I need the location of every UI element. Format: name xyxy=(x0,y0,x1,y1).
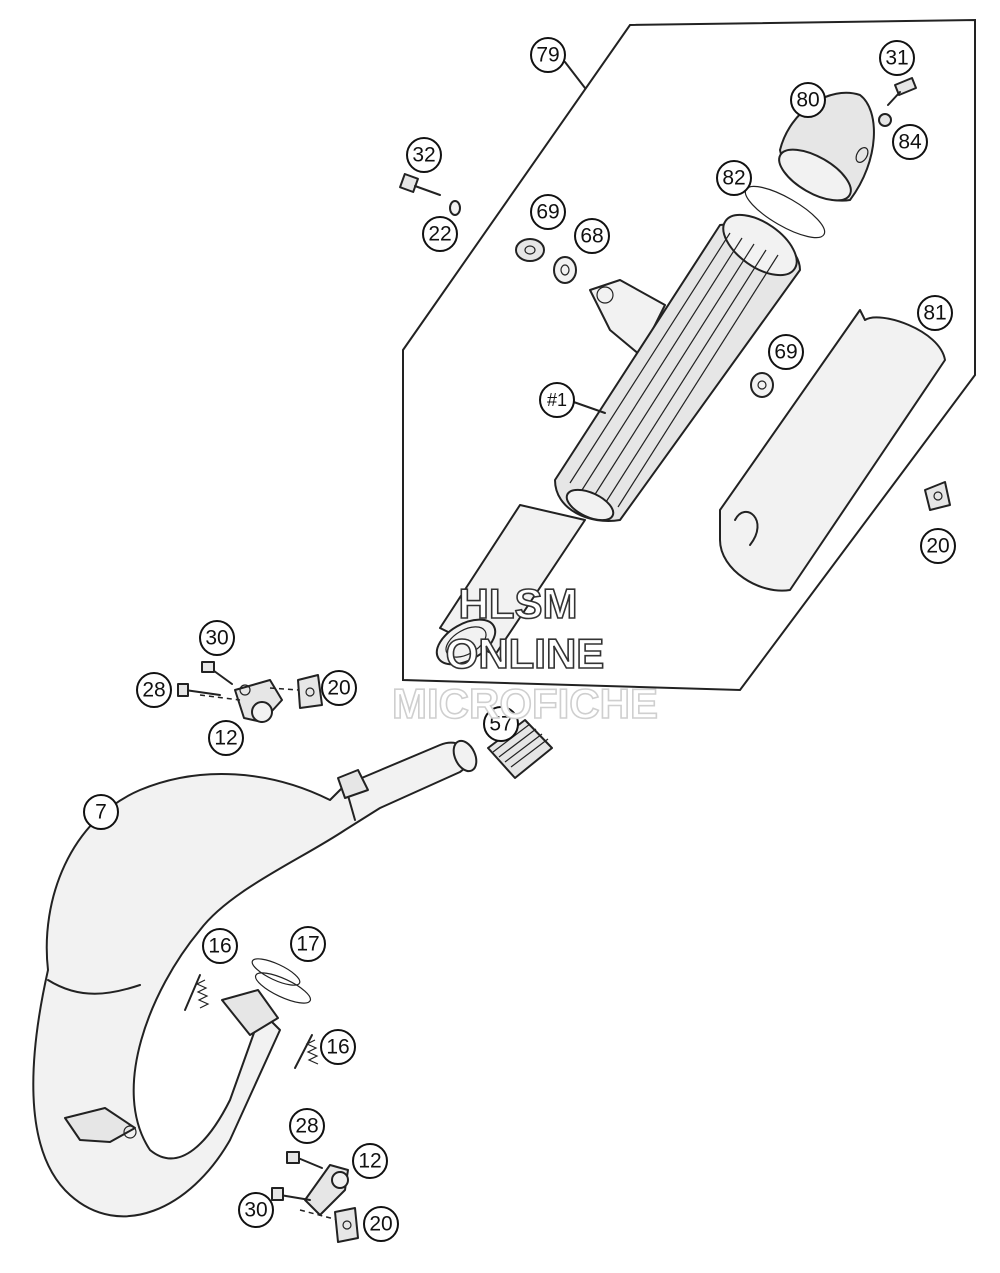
svg-text:57: 57 xyxy=(489,713,512,736)
exhaust-spring-lower xyxy=(294,1034,319,1069)
svg-text:68: 68 xyxy=(580,225,603,248)
callout-57[interactable]: 57 xyxy=(483,706,519,742)
callout-82[interactable]: 82 xyxy=(716,160,752,196)
exhaust-pipe xyxy=(32,739,478,1218)
end-cap-screw xyxy=(887,77,917,106)
callout-20-lower[interactable]: 20 xyxy=(363,1206,399,1242)
svg-text:69: 69 xyxy=(536,201,559,224)
svg-text:20: 20 xyxy=(926,535,949,558)
svg-text:7: 7 xyxy=(95,801,107,824)
callout-20-upper[interactable]: 20 xyxy=(920,528,956,564)
callout-28-lower[interactable]: 28 xyxy=(289,1108,325,1144)
callout-32[interactable]: 32 xyxy=(406,137,442,173)
svg-text:12: 12 xyxy=(358,1150,381,1173)
heat-shield xyxy=(719,309,946,592)
callout-12-upper[interactable]: 12 xyxy=(208,720,244,756)
callout-16-upper[interactable]: 16 xyxy=(202,928,238,964)
svg-text:28: 28 xyxy=(142,679,165,702)
callout-silencer-1[interactable]: #1 xyxy=(539,382,575,418)
callout-30-lower[interactable]: 30 xyxy=(238,1192,274,1228)
svg-text:31: 31 xyxy=(885,47,908,70)
speed-nut-mid xyxy=(297,674,323,709)
svg-text:16: 16 xyxy=(208,935,231,958)
speed-nut-lower xyxy=(334,1207,359,1243)
rubber-bushing-upper xyxy=(515,238,545,262)
speed-nut-upper xyxy=(924,481,951,511)
end-cap-nut xyxy=(878,113,892,127)
svg-text:69: 69 xyxy=(774,341,797,364)
svg-text:16: 16 xyxy=(326,1036,349,1059)
svg-text:81: 81 xyxy=(923,302,946,325)
silencer-mount-washer xyxy=(449,200,461,216)
callout-81[interactable]: 81 xyxy=(917,295,953,331)
svg-text:12: 12 xyxy=(214,727,237,750)
callout-20-mid[interactable]: 20 xyxy=(321,670,357,706)
svg-text:32: 32 xyxy=(412,144,435,167)
callout-17[interactable]: 17 xyxy=(290,926,326,962)
svg-text:20: 20 xyxy=(327,677,350,700)
svg-text:30: 30 xyxy=(205,627,228,650)
rubber-bushing-lower xyxy=(750,372,774,398)
silencer-mount-bolt xyxy=(399,173,441,196)
pipe-gasket xyxy=(251,958,312,1004)
svg-text:30: 30 xyxy=(244,1199,267,1222)
callout-28-upper[interactable]: 28 xyxy=(136,672,172,708)
callout-84[interactable]: 84 xyxy=(892,124,928,160)
exhaust-bracket-lower xyxy=(271,1151,349,1221)
exhaust-spring-upper xyxy=(184,974,210,1011)
callout-12-lower[interactable]: 12 xyxy=(352,1143,388,1179)
bushing-sleeve xyxy=(553,256,577,284)
callout-69-upper[interactable]: 69 xyxy=(530,194,566,230)
silencer-group-frame xyxy=(402,18,976,692)
svg-text:ONLINE: ONLINE xyxy=(446,630,605,677)
end-cap xyxy=(778,91,875,202)
callout-80[interactable]: 80 xyxy=(790,82,826,118)
svg-text:80: 80 xyxy=(796,89,819,112)
callout-22[interactable]: 22 xyxy=(422,216,458,252)
svg-text:82: 82 xyxy=(722,167,745,190)
callout-69-lower[interactable]: 69 xyxy=(768,334,804,370)
watermark: HLSM ONLINE MICROFICHE xyxy=(391,579,659,728)
silencer-body xyxy=(435,213,801,666)
svg-text:22: 22 xyxy=(428,223,451,246)
callout-79[interactable]: 79 xyxy=(530,37,566,73)
callout-16-lower[interactable]: 16 xyxy=(320,1029,356,1065)
callout-30-upper[interactable]: 30 xyxy=(199,620,235,656)
svg-text:84: 84 xyxy=(898,131,922,154)
svg-text:#1: #1 xyxy=(547,390,567,410)
svg-text:20: 20 xyxy=(369,1213,392,1236)
callout-7[interactable]: 7 xyxy=(83,794,119,830)
callout-68[interactable]: 68 xyxy=(574,218,610,254)
svg-text:17: 17 xyxy=(296,933,319,956)
svg-text:MICROFICHE: MICROFICHE xyxy=(392,680,658,727)
svg-text:HLSM: HLSM xyxy=(459,580,578,627)
svg-text:28: 28 xyxy=(295,1115,318,1138)
callout-31[interactable]: 31 xyxy=(879,40,915,76)
svg-text:79: 79 xyxy=(536,44,559,67)
exhaust-bracket-upper xyxy=(177,661,299,723)
